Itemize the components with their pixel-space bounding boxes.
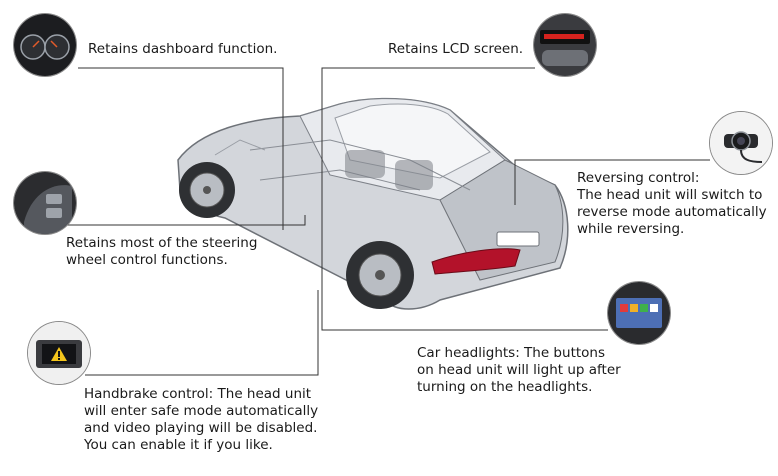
handbrake-label-line: Handbrake control: The head unit — [84, 386, 312, 402]
reversing-label-line: Reversing control: — [577, 170, 700, 186]
headlights-label-line: Car headlights: The buttons — [417, 345, 605, 361]
dashboard-gauge-icon — [14, 14, 76, 76]
lcd-label: Retains LCD screen. — [388, 41, 523, 58]
rear-wheel — [346, 241, 414, 309]
reversing-thumbnail — [710, 112, 772, 174]
reversing-label-line: reverse mode automatically — [577, 204, 767, 220]
steering-thumbnail — [14, 172, 76, 234]
steering-wheel-buttons-icon — [14, 172, 76, 234]
leader-steering — [65, 215, 306, 226]
reversing-label-line: while reversing. — [577, 221, 685, 237]
headlights-label: Car headlights: The buttons on head unit… — [417, 345, 621, 396]
leader-lcd — [321, 67, 608, 331]
headlights-thumbnail — [608, 282, 670, 344]
handbrake-thumbnail — [28, 322, 90, 384]
headlights-label-line: on head unit will light up after — [417, 362, 621, 378]
lcd-screen-icon — [534, 14, 596, 76]
headlights-label-line: turning on the headlights. — [417, 379, 593, 395]
reversing-label: Reversing control: The head unit will sw… — [577, 170, 767, 238]
handbrake-label-line: will enter safe mode automatically — [84, 403, 319, 419]
leader-reversing — [514, 159, 710, 205]
steering-label: Retains most of the steering wheel contr… — [66, 235, 257, 269]
leader-lines — [65, 67, 710, 376]
rear-camera-icon — [710, 112, 772, 174]
head-unit-screen-icon — [608, 282, 670, 344]
leader-handbrake — [85, 290, 319, 376]
steering-label-line: Retains most of the steering — [66, 235, 258, 251]
steering-label-line: wheel control functions. — [66, 252, 228, 268]
car-body — [177, 97, 569, 310]
lcd-thumbnail — [534, 14, 596, 76]
warning-screen-icon — [28, 322, 90, 384]
lcd-label-line: Retains LCD screen. — [388, 41, 524, 57]
handbrake-label-line: You can enable it if you like. — [84, 437, 273, 453]
reversing-label-line: The head unit will switch to — [577, 187, 763, 203]
dashboard-thumbnail — [14, 14, 76, 76]
dashboard-label: Retains dashboard function. — [88, 41, 277, 58]
front-wheel — [179, 162, 235, 218]
dashboard-label-line: Retains dashboard function. — [88, 41, 278, 57]
handbrake-label: Handbrake control: The head unit will en… — [84, 386, 318, 454]
handbrake-label-line: and video playing will be disabled. — [84, 420, 318, 436]
leader-dashboard — [78, 67, 284, 230]
